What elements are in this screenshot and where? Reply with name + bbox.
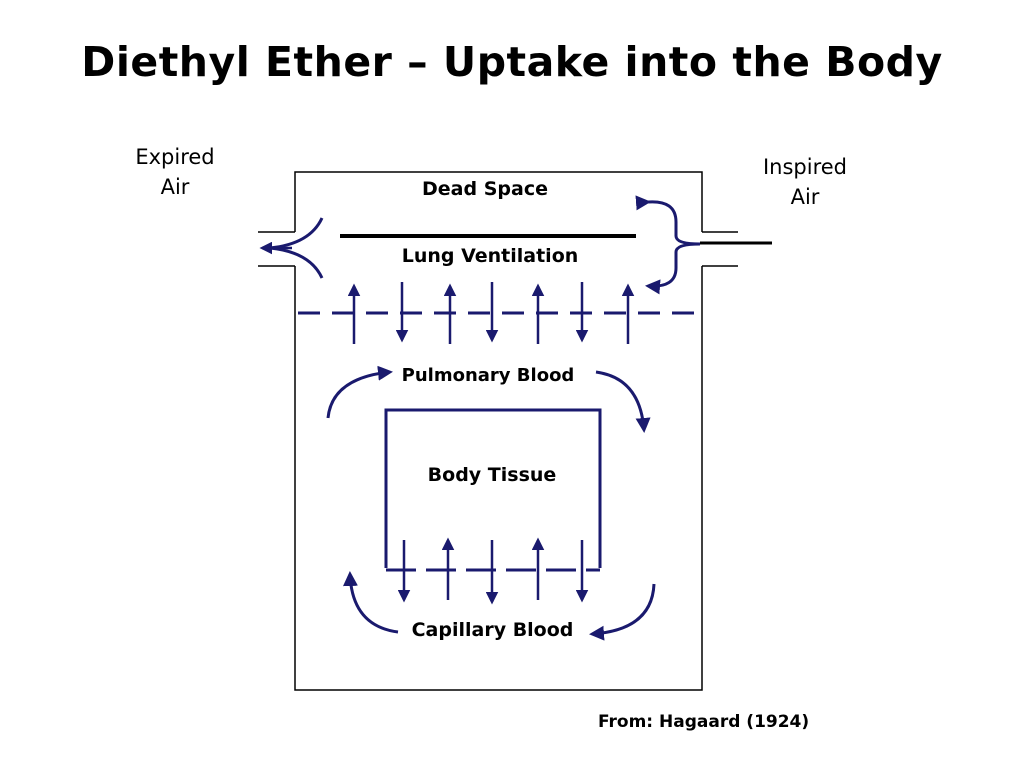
pulmonary-out-arrow <box>595 370 651 433</box>
expired-air-label: Expired Air <box>135 145 215 199</box>
capillary-blood-label: Capillary Blood <box>411 619 574 641</box>
capillary-in-arrow <box>589 583 656 641</box>
body-tissue-box <box>384 408 602 568</box>
inspired-air-label: Inspired Air <box>762 155 848 209</box>
pulmonary-blood-label: Pulmonary Blood <box>401 365 575 386</box>
page-title: Diethyl Ether – Uptake into the Body <box>81 38 943 86</box>
source-citation: From: Hagaard (1924) <box>598 712 810 732</box>
pulmonary-in-arrow <box>326 365 393 419</box>
lung-ventilation-label: Lung Ventilation <box>401 245 579 267</box>
body-outline <box>294 171 703 691</box>
dead-space-label: Dead Space <box>422 178 548 200</box>
capillary-out-arrow <box>342 571 399 634</box>
body-tissue-label: Body Tissue <box>427 464 557 486</box>
inspired-brace <box>635 195 701 295</box>
